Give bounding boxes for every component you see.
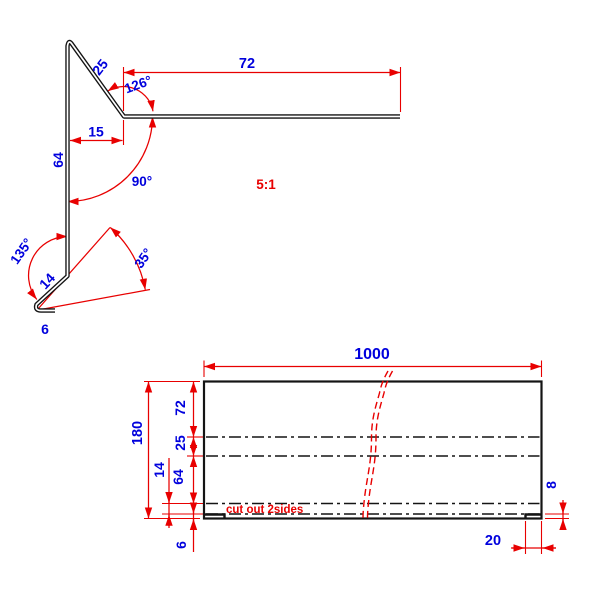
profile-section-view: 72 15 126° 90° 135° 35° 25 64 14 6 5:1 [7, 39, 402, 337]
cutout-note: cut out 2sides [226, 504, 303, 516]
profile-outline-core [35, 41, 400, 312]
dim-label-15: 15 [88, 124, 104, 140]
scale-note: 5:1 [256, 177, 276, 192]
break-line [362, 370, 389, 520]
angle-label-126: 126° [122, 73, 153, 97]
angle-arc-35 [109, 226, 147, 290]
dim-label-1000: 1000 [354, 346, 390, 363]
cutout-notch-right [524, 513, 542, 518]
angle-arc-126 [107, 82, 155, 112]
angle-arc-135 [27, 232, 68, 300]
dim-label-6-profile: 6 [41, 321, 49, 337]
dim-label-64-profile: 64 [50, 152, 66, 168]
dim-label-6-flat: 6 [173, 541, 189, 549]
angle-label-90: 90° [132, 174, 152, 189]
dim-label-8: 8 [543, 481, 559, 489]
angle-label-35: 35° [131, 246, 155, 271]
dim-label-180: 180 [130, 421, 146, 445]
dim-label-14-flat: 14 [151, 462, 167, 478]
flat-pattern-outline [202, 380, 543, 520]
dim-label-20: 20 [485, 533, 501, 549]
angle-ray [37, 227, 111, 310]
dim-label-25-flat: 25 [172, 435, 188, 451]
dim-label-72-profile: 72 [239, 56, 255, 72]
angle-arc-90 [67, 116, 157, 206]
break-line [366, 370, 394, 520]
cutout-notch-left [204, 513, 226, 518]
flat-pattern-view: 1000 180 72 25 64 14 6 8 20 [130, 346, 569, 554]
dim-label-64-flat: 64 [170, 469, 186, 485]
dim-label-72-flat: 72 [172, 400, 188, 416]
profile-outline [33, 39, 400, 313]
angle-ray [37, 288, 151, 311]
